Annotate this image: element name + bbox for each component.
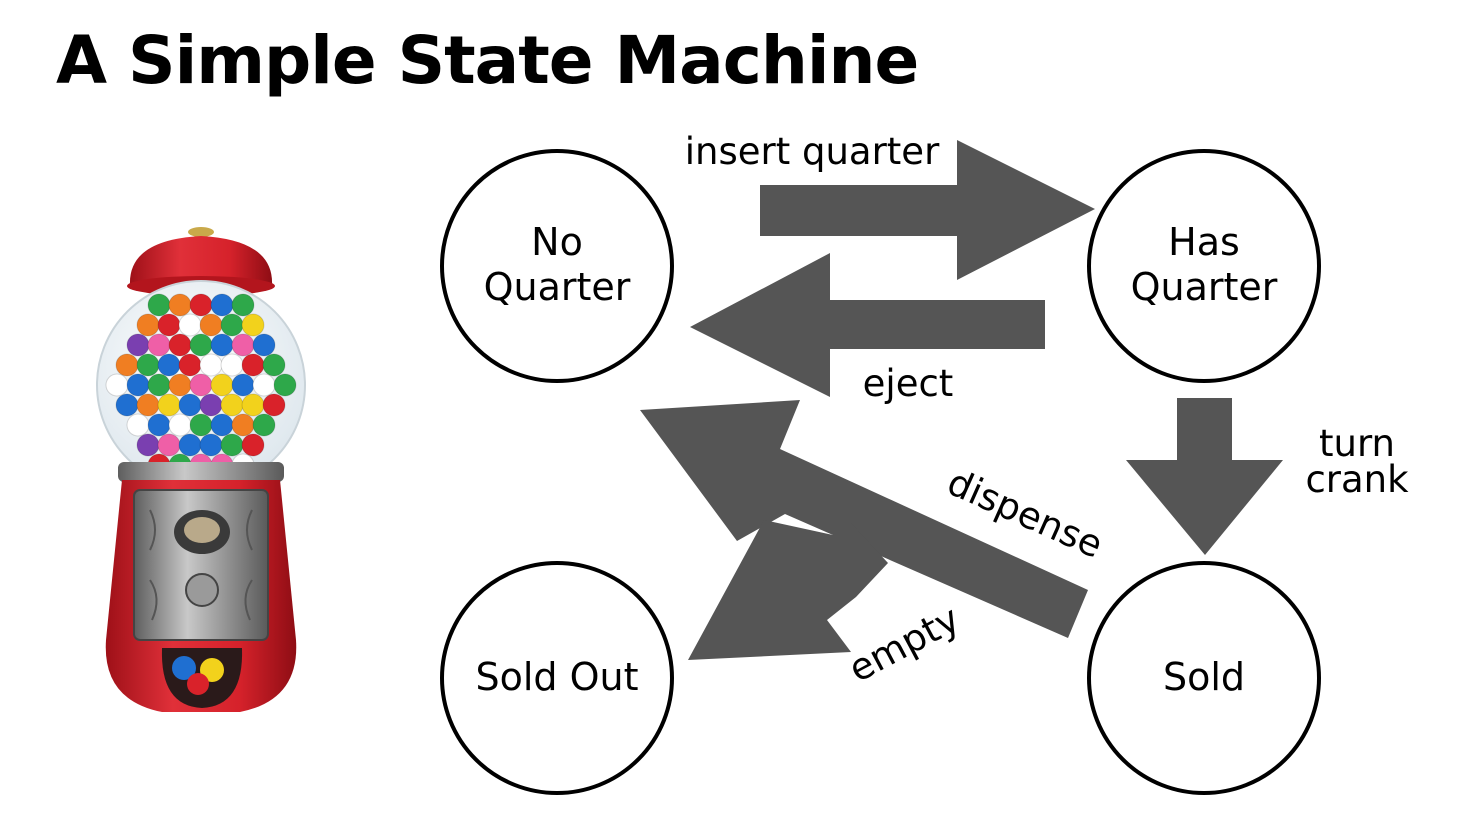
- arrow-dispense: [640, 400, 1088, 638]
- gumball: [210, 373, 234, 397]
- gumball: [220, 433, 244, 457]
- gumball: [241, 353, 265, 377]
- arrow-insert-quarter: [760, 140, 1095, 280]
- gumball: [178, 433, 202, 457]
- gumball: [231, 333, 255, 357]
- gumball-machine-icon: [96, 227, 306, 712]
- gumball: [199, 353, 223, 377]
- gumball: [262, 353, 286, 377]
- gumball: [157, 393, 181, 417]
- slide-title: A Simple State Machine: [56, 22, 919, 99]
- gumball: [136, 433, 160, 457]
- state-label: Quarter: [484, 265, 631, 309]
- gumball: [147, 293, 171, 317]
- gumball: [189, 333, 213, 357]
- gumball: [147, 373, 171, 397]
- gumball: [136, 313, 160, 337]
- gumball: [199, 433, 223, 457]
- state-label: Sold Out: [475, 655, 638, 699]
- gumball: [168, 373, 192, 397]
- gumball: [241, 313, 265, 337]
- gumball: [115, 353, 139, 377]
- label-eject: eject: [863, 362, 954, 405]
- gumball: [189, 413, 213, 437]
- state-sold: Sold: [1087, 561, 1321, 795]
- state-label: Quarter: [1131, 265, 1278, 309]
- gumball: [210, 333, 234, 357]
- state-label: Sold: [1163, 655, 1245, 699]
- gumball: [157, 433, 181, 457]
- gumball: [210, 413, 234, 437]
- gumball: [273, 373, 297, 397]
- gumball: [147, 413, 171, 437]
- gumball: [252, 413, 276, 437]
- gumball: [241, 393, 265, 417]
- gumball: [178, 393, 202, 417]
- gumball: [126, 333, 150, 357]
- label-turn-crank-line1: turn: [1319, 422, 1395, 465]
- gumball: [220, 353, 244, 377]
- state-sold-out: Sold Out: [440, 561, 674, 795]
- gumball: [231, 293, 255, 317]
- label-insert-quarter: insert quarter: [685, 130, 940, 173]
- gumball: [220, 393, 244, 417]
- gumball: [252, 373, 276, 397]
- state-has-quarter: Has Quarter: [1087, 149, 1321, 383]
- gumball: [189, 373, 213, 397]
- gumball: [189, 293, 213, 317]
- label-empty: empty: [842, 597, 967, 691]
- gumball: [168, 293, 192, 317]
- gumball: [105, 373, 129, 397]
- gumball: [199, 313, 223, 337]
- gumball: [252, 333, 276, 357]
- gumball: [210, 293, 234, 317]
- state-no-quarter: No Quarter: [440, 149, 674, 383]
- gumball: [231, 373, 255, 397]
- gumball: [262, 393, 286, 417]
- gumball: [241, 433, 265, 457]
- arrow-eject: [690, 253, 1045, 397]
- arrow-empty: [688, 520, 888, 660]
- label-turn-crank-line2: crank: [1305, 458, 1409, 501]
- gumball: [126, 373, 150, 397]
- gumball: [231, 413, 255, 437]
- gumball: [220, 313, 244, 337]
- gumball: [199, 393, 223, 417]
- gumball: [126, 413, 150, 437]
- gumball: [178, 313, 202, 337]
- state-label: No: [531, 220, 583, 264]
- state-label: Has: [1168, 220, 1240, 264]
- gumball: [168, 413, 192, 437]
- gumball: [178, 353, 202, 377]
- gumball: [136, 393, 160, 417]
- arrow-turn-crank: [1126, 398, 1283, 555]
- gumball: [157, 313, 181, 337]
- gumball: [157, 353, 181, 377]
- gumball: [168, 333, 192, 357]
- gumball: [136, 353, 160, 377]
- gumball: [147, 333, 171, 357]
- gumball: [115, 393, 139, 417]
